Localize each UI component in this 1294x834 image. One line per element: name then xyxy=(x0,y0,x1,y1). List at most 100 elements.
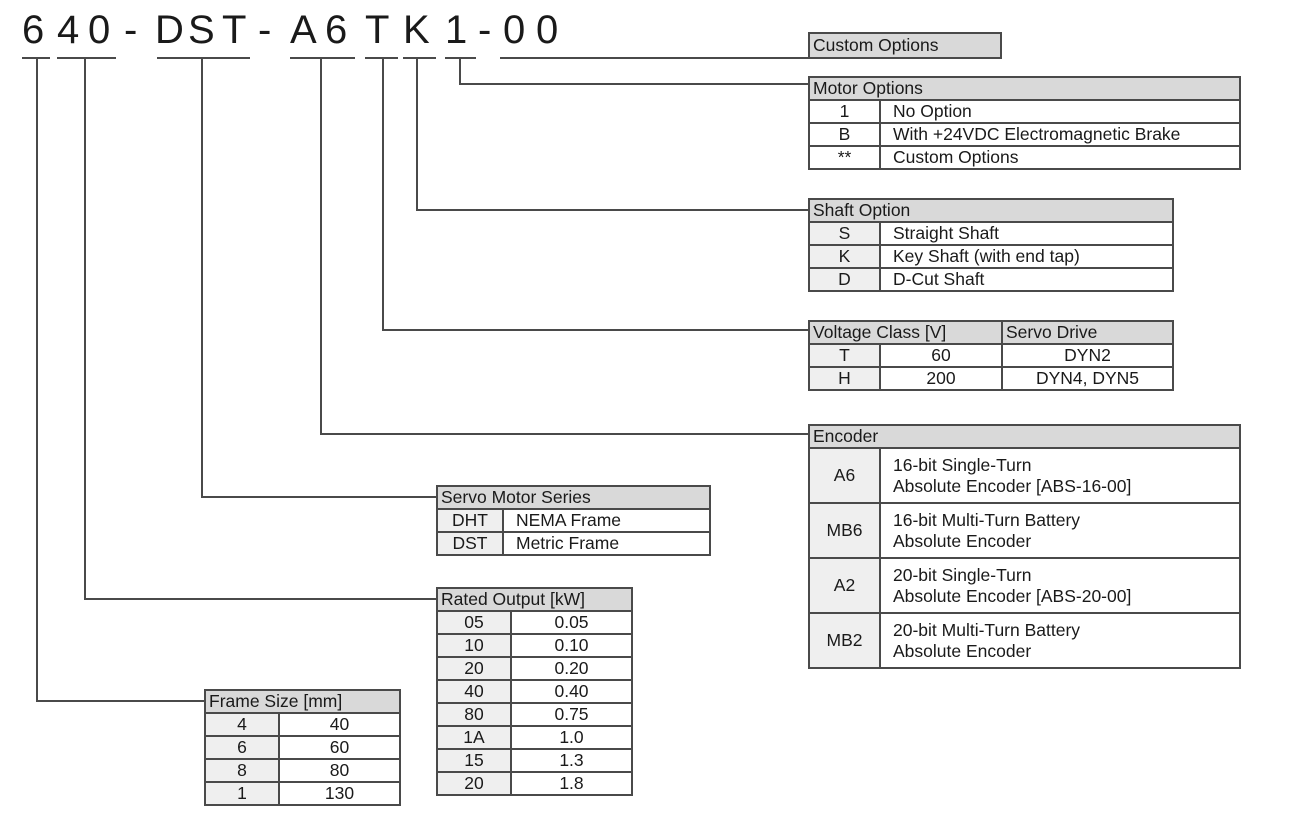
table-row: B With +24VDC Electromagnetic Brake xyxy=(808,122,1241,147)
table-row: A2 20-bit Single-Turn Absolute Encoder [… xyxy=(808,557,1241,614)
option-code: K xyxy=(808,244,881,269)
option-code: 1 xyxy=(808,99,881,124)
table-row: MB6 16-bit Multi-Turn Battery Absolute E… xyxy=(808,502,1241,559)
option-value: 40 xyxy=(278,712,401,737)
table-row: DST Metric Frame xyxy=(436,531,711,556)
part-char: 6 xyxy=(325,8,348,52)
option-value: 0.20 xyxy=(510,656,633,681)
option-code: 05 xyxy=(436,610,512,635)
table-row: K Key Shaft (with end tap) xyxy=(808,244,1174,269)
desc-line: Absolute Encoder xyxy=(893,640,1032,661)
option-value: 60 xyxy=(278,735,401,760)
option-value: 0.75 xyxy=(510,702,633,727)
part-char: A xyxy=(290,8,317,52)
option-code: 6 xyxy=(204,735,280,760)
servo-drive-value: DYN2 xyxy=(1001,343,1174,368)
table-row: S Straight Shaft xyxy=(808,221,1174,246)
option-code: A6 xyxy=(808,447,881,504)
option-desc: With +24VDC Electromagnetic Brake xyxy=(879,122,1241,147)
leader-motor-options xyxy=(459,58,808,85)
option-code: A2 xyxy=(808,557,881,614)
part-char: 0 xyxy=(503,8,526,52)
option-code: DHT xyxy=(436,508,504,533)
table-row: D D-Cut Shaft xyxy=(808,267,1174,292)
option-value: 0.05 xyxy=(510,610,633,635)
option-code: 20 xyxy=(436,656,512,681)
option-code: H xyxy=(808,366,881,391)
desc-line: Absolute Encoder [ABS-16-00] xyxy=(893,475,1132,496)
desc-line: 20-bit Multi-Turn Battery xyxy=(893,619,1081,640)
option-code: 1 xyxy=(204,781,280,806)
part-char: K xyxy=(403,8,430,52)
option-code: 1A xyxy=(436,725,512,750)
leader-servo-series xyxy=(201,58,436,498)
leader-shaft-option xyxy=(416,58,808,211)
desc-line: 16-bit Multi-Turn Battery xyxy=(893,509,1081,530)
table-header: Voltage Class [V] xyxy=(808,320,1003,345)
option-desc: 20-bit Multi-Turn Battery Absolute Encod… xyxy=(879,612,1241,669)
table-header: Frame Size [mm] xyxy=(204,689,401,714)
option-value: 130 xyxy=(278,781,401,806)
option-code: S xyxy=(808,221,881,246)
option-code: 80 xyxy=(436,702,512,727)
option-code: MB2 xyxy=(808,612,881,669)
part-char: - xyxy=(124,8,138,52)
option-code: 8 xyxy=(204,758,280,783)
part-char: T xyxy=(222,8,247,52)
shaft-option-table: Shaft Option S Straight Shaft K Key Shaf… xyxy=(808,198,1174,292)
option-code: 20 xyxy=(436,771,512,796)
leader-voltage-class xyxy=(382,58,808,331)
motor-options-table: Motor Options 1 No Option B With +24VDC … xyxy=(808,76,1241,170)
option-code: T xyxy=(808,343,881,368)
table-header-drive: Servo Drive xyxy=(1001,320,1174,345)
table-row: ** Custom Options xyxy=(808,145,1241,170)
option-code: 15 xyxy=(436,748,512,773)
voltage-value: 200 xyxy=(879,366,1003,391)
leader-frame-size xyxy=(36,58,204,702)
desc-line: 16-bit Single-Turn xyxy=(893,454,1032,475)
option-desc: Straight Shaft xyxy=(879,221,1174,246)
table-row: A6 16-bit Single-Turn Absolute Encoder [… xyxy=(808,447,1241,504)
table-row: T 60 DYN2 xyxy=(808,343,1174,368)
option-desc: NEMA Frame xyxy=(502,508,711,533)
table-header: Encoder xyxy=(808,424,1241,449)
leader-encoder xyxy=(320,58,808,435)
part-char: 0 xyxy=(88,8,111,52)
option-code: 10 xyxy=(436,633,512,658)
option-value: 80 xyxy=(278,758,401,783)
part-char: S xyxy=(188,8,215,52)
desc-line: Absolute Encoder xyxy=(893,530,1032,551)
option-desc: 16-bit Multi-Turn Battery Absolute Encod… xyxy=(879,502,1241,559)
option-desc: Custom Options xyxy=(879,145,1241,170)
option-code: MB6 xyxy=(808,502,881,559)
table-header: Rated Output [kW] xyxy=(436,587,633,612)
option-desc: 20-bit Single-Turn Absolute Encoder [ABS… xyxy=(879,557,1241,614)
option-value: 1.0 xyxy=(510,725,633,750)
option-desc: 16-bit Single-Turn Absolute Encoder [ABS… xyxy=(879,447,1241,504)
option-code: B xyxy=(808,122,881,147)
option-code: DST xyxy=(436,531,504,556)
voltage-class-table: Voltage Class [V] Servo Drive T 60 DYN2 … xyxy=(808,320,1174,391)
option-code: ** xyxy=(808,145,881,170)
table-row: MB2 20-bit Multi-Turn Battery Absolute E… xyxy=(808,612,1241,669)
table-header: Servo Motor Series xyxy=(436,485,711,510)
option-value: 1.3 xyxy=(510,748,633,773)
option-code: 4 xyxy=(204,712,280,737)
desc-line: 20-bit Single-Turn xyxy=(893,564,1032,585)
option-value: 0.10 xyxy=(510,633,633,658)
table-row: DHT NEMA Frame xyxy=(436,508,711,533)
part-char: 6 xyxy=(22,8,45,52)
table-row: 1 No Option xyxy=(808,99,1241,124)
